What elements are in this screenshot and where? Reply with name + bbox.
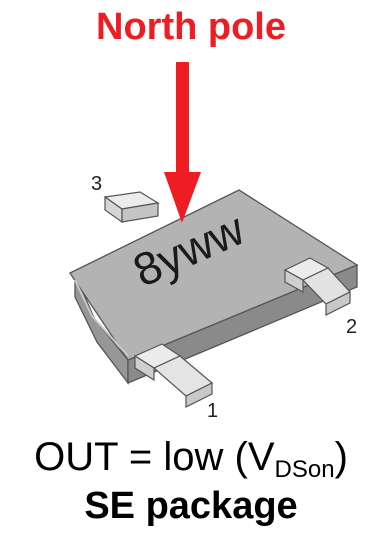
north-pole-label: North pole	[96, 6, 286, 48]
output-suffix: )	[334, 435, 348, 479]
pin-1-label: 1	[207, 400, 219, 422]
package-name: SE package	[84, 485, 298, 527]
pin-3	[103, 191, 160, 224]
output-state-label: OUT = low (VDSon)	[0, 435, 382, 482]
output-prefix: OUT = low (V	[34, 435, 275, 479]
output-subscript: DSon	[274, 456, 335, 483]
package-body	[69, 189, 359, 385]
north-pole-arrow	[164, 62, 201, 223]
pin-1	[133, 343, 214, 408]
package-drawing: 8yww	[69, 62, 359, 408]
pin-2	[283, 257, 351, 316]
pin-3-label: 3	[91, 173, 103, 195]
pin-2-label: 2	[346, 316, 358, 338]
